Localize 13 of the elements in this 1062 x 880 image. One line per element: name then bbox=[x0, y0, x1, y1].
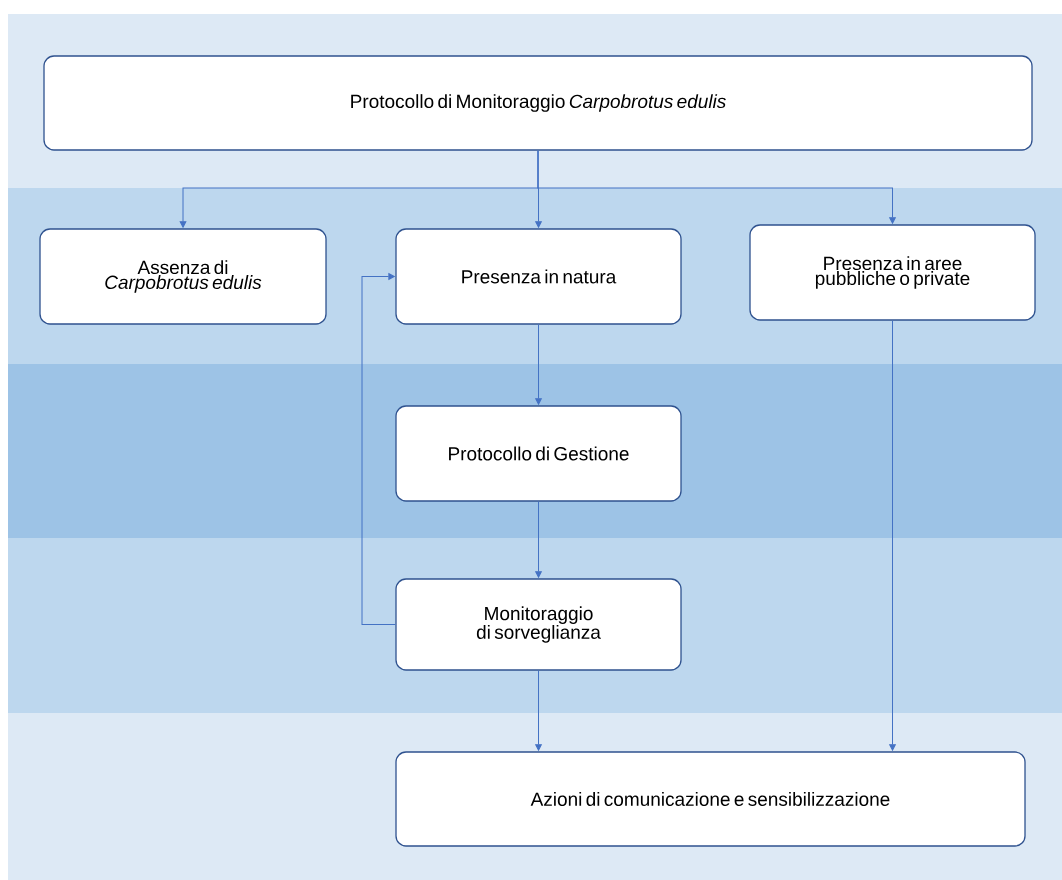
arrow bbox=[535, 670, 542, 751]
arrow bbox=[537, 150, 896, 224]
process-box: Azioni di comunicazione e sensibilizzazione bbox=[395, 751, 1026, 847]
arrow bbox=[361, 273, 396, 625]
process-box: Presenza in natura bbox=[395, 228, 682, 325]
arrow bbox=[535, 501, 542, 578]
process-box: Protocollo di Gestione bbox=[395, 405, 682, 502]
process-box: Presenza in aree pubbliche o private bbox=[749, 224, 1036, 321]
process-box: Assenza di Carpobrotus edulis bbox=[39, 228, 327, 325]
arrow bbox=[889, 320, 896, 751]
arrow bbox=[535, 324, 542, 405]
process-box: Monitoraggio di sorveglianza bbox=[395, 578, 682, 671]
process-box: Protocollo di Monitoraggio Carpobrotus edulis bbox=[43, 55, 1033, 151]
